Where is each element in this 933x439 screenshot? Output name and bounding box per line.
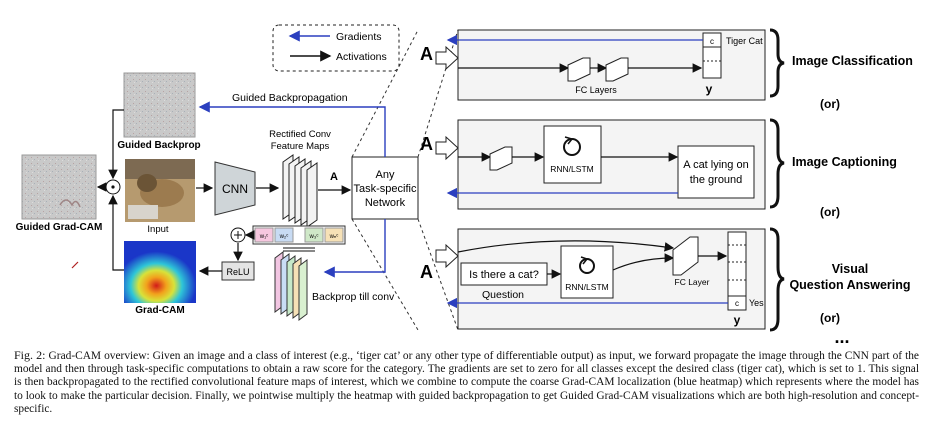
vqa-fc-block (672, 236, 699, 276)
ellipsis: ... (834, 327, 849, 345)
question-text: Is there a cat? (469, 269, 539, 281)
fc-block-2 (605, 57, 629, 82)
task-network-line2: Task-specific (354, 183, 417, 195)
figure-caption: Fig. 2: Grad-CAM overview: Given an imag… (14, 348, 919, 416)
task-network-line3: Network (365, 197, 406, 209)
guided-gradcam-label: Guided Grad-CAM (16, 222, 103, 233)
caption-text: Grad-CAM overview: Given an image and a … (14, 350, 919, 415)
caption-output-line1: A cat lying on (683, 159, 748, 171)
panel-image-classification: A FC Layers c y Tiger Cat (420, 29, 766, 101)
captioning-rnn-label: RNN/LSTM (550, 164, 593, 174)
guided-backprop-image (123, 72, 196, 138)
task-label-vqa-2: Question Answering (789, 278, 910, 292)
task-label-vqa-1: Visual (832, 262, 869, 276)
legend-gradients: Gradients (336, 31, 382, 43)
cnn-block (214, 161, 256, 216)
task-label-captioning: Image Captioning (792, 155, 897, 169)
or-label-3: (or) (820, 311, 840, 325)
guided-backprop-label: Guided Backprop (117, 140, 200, 151)
relu-label: ReLU (226, 267, 249, 277)
legend: Gradients Activations (272, 24, 400, 72)
backprop-till-conv-label: Backprop till conv (312, 291, 395, 303)
panel1-y-label: y (706, 82, 713, 96)
panel-vqa: A Is there a cat? Question RNN/LSTM FC L… (420, 228, 766, 330)
grad-cam-figure: Gradients Activations Guided Backprop Gu… (16, 24, 913, 345)
weight-1: w₁ᶜ (259, 234, 268, 240)
cnn-label: CNN (222, 182, 248, 196)
fc-block-1 (567, 57, 591, 82)
task-network-line1: Any (376, 169, 395, 181)
caption-output-line2: the ground (690, 174, 743, 186)
caption-output-box (677, 145, 755, 199)
answer-score-vector (727, 231, 747, 311)
fc-layers-label: FC Layers (575, 85, 617, 95)
panel3-y-label: y (734, 313, 741, 327)
rectified-label-1: Rectified Conv (269, 129, 331, 140)
yes-label: Yes (749, 298, 764, 308)
panel1-a-label: A (420, 44, 433, 64)
vqa-rnn-label: RNN/LSTM (565, 282, 608, 292)
class-c-label: c (710, 37, 714, 46)
weight-4: wₙᶜ (329, 234, 339, 240)
weight-2: w₂ᶜ (279, 234, 289, 240)
task-label-classification: Image Classification (792, 54, 913, 68)
caption-lead: Fig. 2: (14, 348, 46, 362)
input-label: Input (147, 224, 168, 235)
input-image (125, 159, 195, 222)
fc-layer-label: FC Layer (675, 277, 710, 287)
rectified-label-2: Feature Maps (271, 141, 330, 152)
guided-backpropagation-label: Guided Backpropagation (232, 92, 348, 104)
tiger-cat-label: Tiger Cat (726, 36, 763, 46)
answer-c-label: c (735, 299, 739, 308)
or-label-1: (or) (820, 97, 840, 111)
gradient-maps-stack (274, 251, 308, 321)
gradcam-label: Grad-CAM (135, 305, 184, 316)
captioning-fc-block (489, 146, 513, 171)
weights-strip: w₁ᶜ w₂ᶜ w₃ᶜ wₙᶜ (252, 225, 346, 252)
or-label-2: (or) (820, 205, 840, 219)
guided-gradcam-image (21, 154, 97, 220)
panel-image-captioning: A RNN/LSTM A cat lying on the ground (420, 119, 766, 210)
activation-a-label: A (330, 171, 338, 183)
gradcam-heatmap (124, 241, 196, 303)
task-network-box (351, 156, 419, 220)
legend-activations: Activations (336, 51, 387, 63)
panel2-a-label: A (420, 134, 433, 154)
weight-3: w₃ᶜ (309, 234, 319, 240)
panel3-a-label: A (420, 262, 433, 282)
feature-maps-stack (282, 154, 318, 228)
question-label: Question (482, 289, 524, 301)
class-score-vector (702, 32, 722, 79)
